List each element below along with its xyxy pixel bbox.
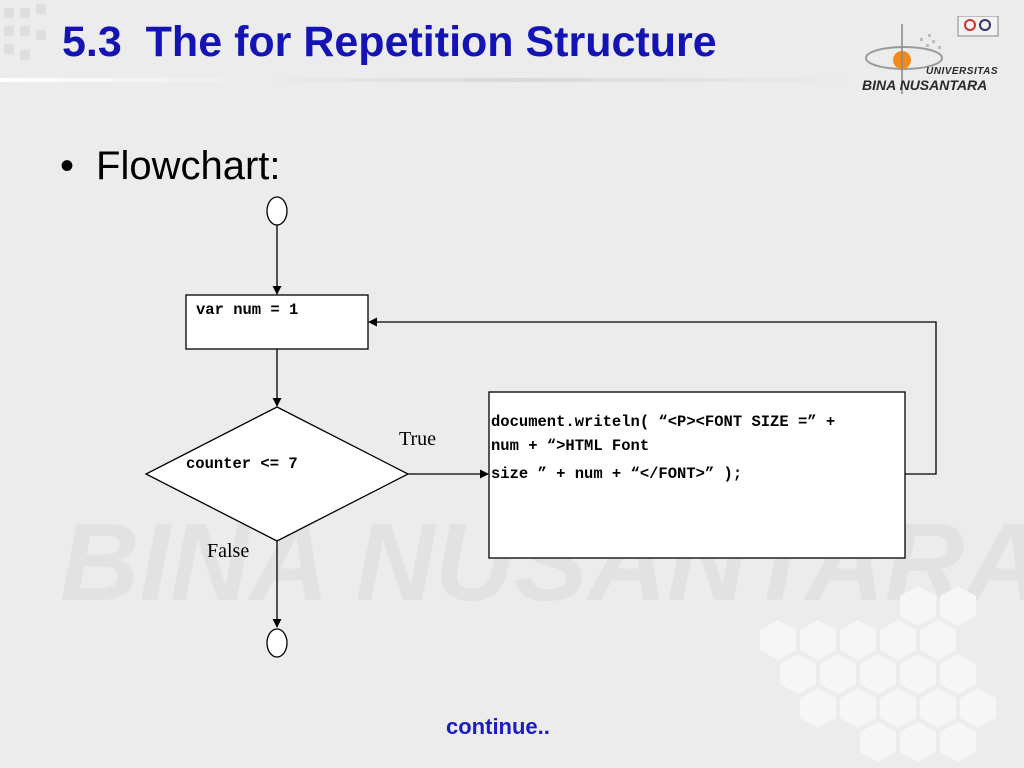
init-process-box <box>185 294 369 350</box>
body-code-line-3: size ” + num + “</FONT>” ); <box>491 465 743 483</box>
university-logo: UNIVERSITAS BINA NUSANTARA <box>858 16 1008 96</box>
body-code-line-2: num + “>HTML Font <box>491 437 650 455</box>
slide-title: 5.3 The for Repetition Structure <box>62 18 717 66</box>
bullet-symbol: • <box>60 144 75 188</box>
condition-diamond <box>144 406 410 542</box>
logo-emblem-icon <box>865 16 999 94</box>
hexagon-pattern <box>760 586 996 762</box>
corner-squares <box>4 4 46 60</box>
false-branch-label: False <box>207 540 250 562</box>
bullet-text: Flowchart: <box>96 144 281 188</box>
init-box-text: var num = 1 <box>196 301 299 319</box>
body-process-box <box>488 391 906 559</box>
loop-back-arrow <box>368 317 937 475</box>
end-terminator <box>266 628 288 658</box>
true-branch-label: True <box>399 428 437 450</box>
body-code-line-1: document.writeln( “<P><FONT SIZE =” + <box>491 413 836 431</box>
continue-link[interactable]: continue.. <box>446 714 550 739</box>
start-terminator <box>266 196 288 226</box>
logo-line-universitas: UNIVERSITAS <box>926 66 998 77</box>
bullet-item: • Flowchart: <box>60 144 281 189</box>
title-underline <box>0 78 860 82</box>
logo-line-bina-nusantara: BINA NUSANTARA <box>862 77 988 93</box>
condition-text: counter <= 7 <box>186 455 298 473</box>
